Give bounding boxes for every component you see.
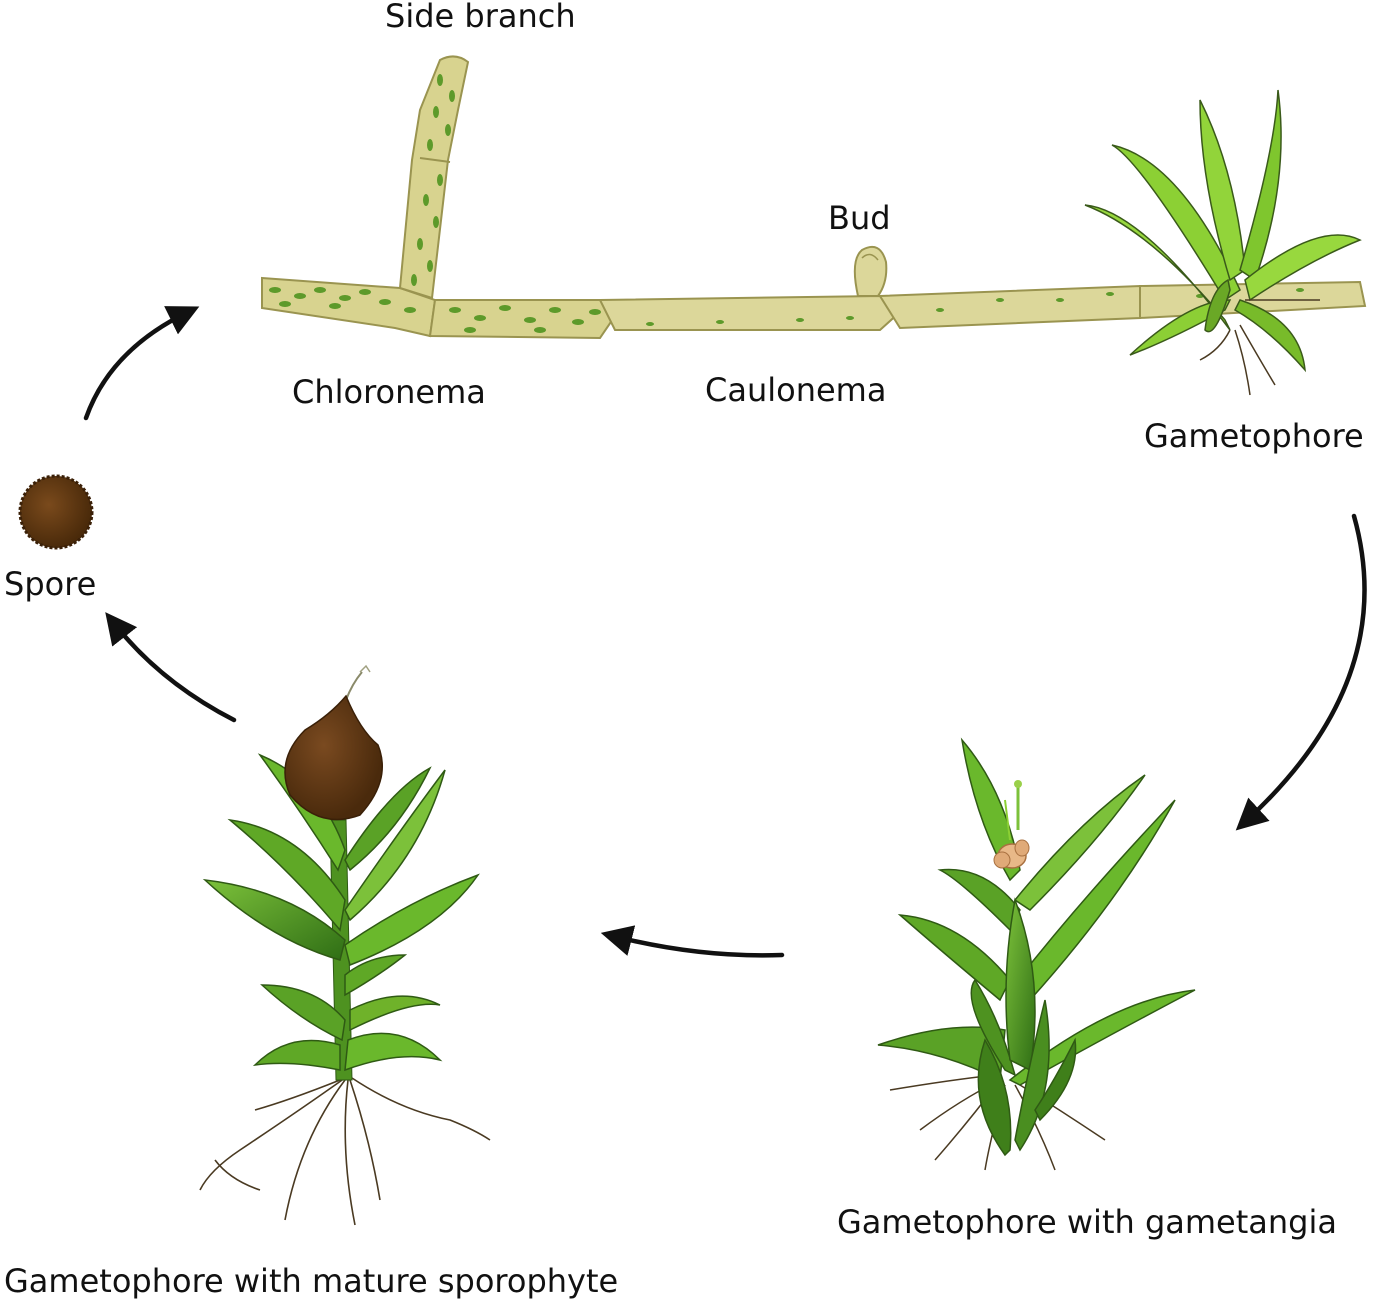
label-spore: Spore — [4, 565, 97, 603]
side-branch — [398, 55, 470, 300]
chloroplasts — [269, 74, 1304, 333]
label-chloronema: Chloronema — [292, 373, 486, 411]
gametangia — [993, 780, 1030, 869]
label-side-branch: Side branch — [385, 0, 576, 35]
caulonema-cell-1 — [598, 294, 902, 331]
gametophore-plant — [1084, 89, 1362, 396]
gametophore-gametangia-plant — [877, 737, 1196, 1171]
arrow-gametophore-to-gametangia — [1235, 513, 1367, 831]
label-gametophore-gametangia: Gametophore with gametangia — [837, 1203, 1337, 1241]
label-gametophore-sporophyte: Gametophore with mature sporophyte — [4, 1262, 619, 1300]
protonema-filament — [261, 55, 1367, 340]
label-caulonema: Caulonema — [705, 371, 887, 409]
spore — [18, 474, 94, 550]
caulonema-cell-2 — [878, 284, 1141, 330]
arrow-gametangia-to-sporophyte — [600, 925, 785, 958]
arrow-spore-to-protonema — [83, 306, 200, 421]
arrow-sporophyte-to-spore — [105, 612, 237, 723]
gametophore-sporophyte-plant — [199, 664, 491, 1226]
sporophyte-capsule — [284, 664, 383, 821]
cycle-arrows — [83, 306, 1367, 958]
label-gametophore: Gametophore — [1144, 417, 1364, 455]
label-bud: Bud — [828, 199, 891, 237]
bud — [853, 246, 888, 297]
chloronema-cell-2 — [428, 299, 617, 340]
